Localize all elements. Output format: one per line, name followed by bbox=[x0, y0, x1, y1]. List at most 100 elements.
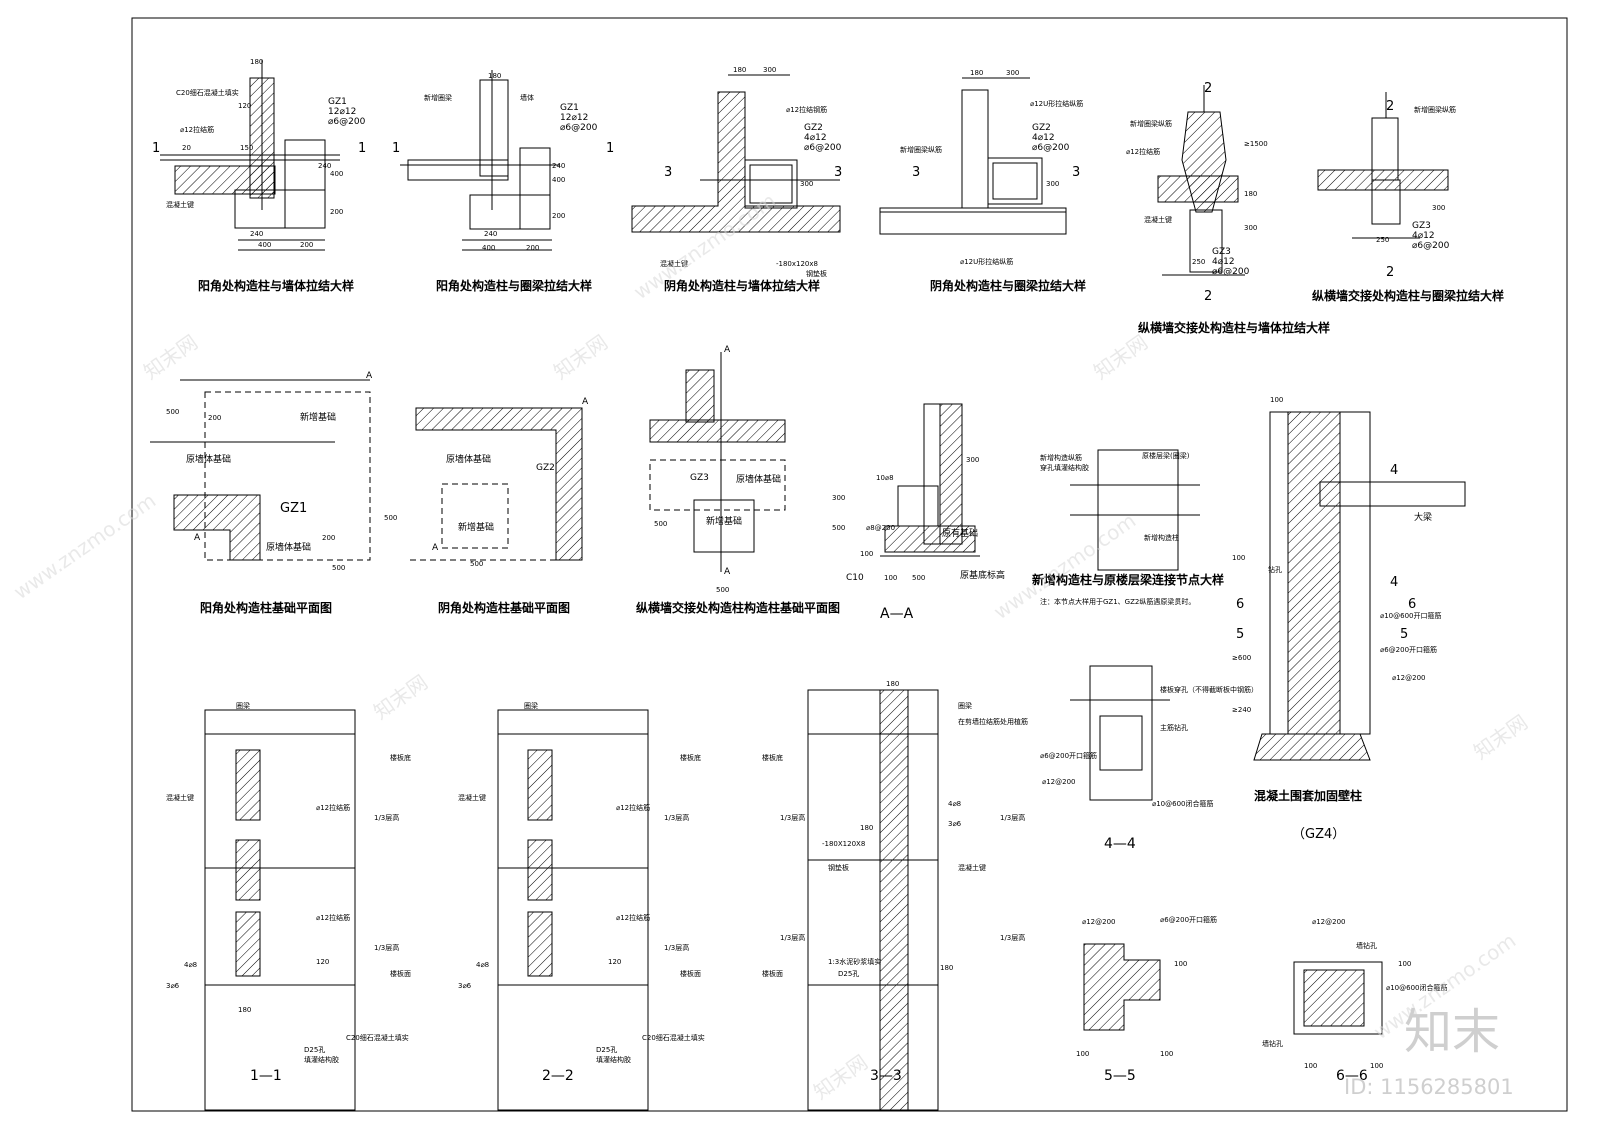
fill-label: 穿孔填灌结构胶 bbox=[1040, 463, 1089, 472]
watermark-text: 知末网 bbox=[1469, 710, 1532, 764]
label-4-4: ⌀12@200 bbox=[1042, 778, 1075, 786]
section-mark: 1 bbox=[392, 141, 400, 156]
stirrup-label: ⌀6@200 bbox=[560, 123, 598, 133]
slab-top-label: 楼板面 bbox=[762, 969, 783, 978]
detail-title: 纵横墙交接处构造柱与墙体拉结大样 bbox=[1138, 320, 1330, 335]
dim-label: 400 bbox=[552, 176, 565, 184]
anchor-label: 在剪墙拉结筋处用植筋 bbox=[958, 717, 1028, 726]
rebar-label: 3⌀6 bbox=[948, 820, 962, 828]
stirrup-label: ⌀8@200 bbox=[866, 524, 895, 532]
new-foundation-label: 新增基础 bbox=[706, 515, 742, 527]
dim-label: 300 bbox=[800, 180, 813, 188]
tie-label: ⌀12拉结筋 bbox=[316, 913, 350, 922]
detail-title: 阳角处构造柱与墙体拉结大样 bbox=[198, 278, 354, 293]
third-height-label: 1/3层高 bbox=[1000, 933, 1025, 942]
detail-title: 阴角处构造柱与圈梁拉结大样 bbox=[930, 278, 1086, 293]
section-title: A—A bbox=[880, 606, 914, 622]
section-mark: A bbox=[724, 567, 731, 577]
bolt-label: 混凝土键 bbox=[958, 863, 986, 872]
section-mark: 6 bbox=[1236, 597, 1244, 612]
gz-label: GZ1 bbox=[280, 501, 307, 516]
detail-title: 阴角处构造柱与墙体拉结大样 bbox=[664, 278, 820, 293]
hole-label: D25孔 bbox=[304, 1046, 325, 1054]
label-4-4: ⌀6@200开口箍筋 bbox=[1040, 751, 1097, 760]
ring-beam-label: 圈梁 bbox=[958, 701, 972, 710]
slab-bottom-label: 楼板底 bbox=[680, 753, 701, 762]
dim-label: 240 bbox=[250, 230, 263, 238]
detail-title: 纵横墙交接处构造柱与圈梁拉结大样 bbox=[1312, 288, 1504, 303]
old-foundation-label: 原墙体基础 bbox=[736, 473, 781, 485]
node-title: 新增构造柱与原楼层梁连接节点大样 bbox=[1032, 572, 1224, 587]
glue-label: 填灌结构胶 bbox=[304, 1055, 339, 1064]
beam-label: 大梁 bbox=[1414, 511, 1432, 523]
bolt-label: 混凝土键 bbox=[166, 200, 194, 209]
gz-label: GZ2 bbox=[804, 123, 823, 133]
bolt-label: 新增圈梁纵筋 bbox=[1130, 119, 1172, 128]
dim-label: 250 bbox=[1192, 258, 1205, 266]
dim-label: 300 bbox=[1244, 224, 1257, 232]
dim-label: 400 bbox=[330, 170, 343, 178]
watermark-text: www.znzmo.com bbox=[9, 488, 160, 604]
gz-label: GZ3 bbox=[690, 473, 709, 483]
dim-label: 100 bbox=[1076, 1050, 1089, 1058]
detail-inner-corner-beam-tie: 180 300 ⌀12U形拉结纵筋 新增圈梁纵筋 GZ2 4⌀12 ⌀6@200… bbox=[879, 69, 1086, 293]
dim-label: 150 bbox=[240, 144, 253, 152]
tie-label: ⌀12拉结筋 bbox=[180, 125, 214, 134]
bolt-label: 混凝土键 bbox=[458, 793, 486, 802]
mortar-label: 1:3水泥砂浆填实 bbox=[828, 957, 881, 966]
new-foundation-label: 新增基础 bbox=[300, 411, 336, 423]
dim-label: 120 bbox=[238, 102, 251, 110]
section-mark: 3 bbox=[912, 165, 920, 180]
detail-beam-connection-node: 新增构造纵筋 穿孔填灌结构胶 原楼层梁(圈梁) 新增构造柱 新增构造柱与原楼层梁… bbox=[1032, 449, 1224, 606]
rebar-label: 新增构造纵筋 bbox=[1040, 453, 1082, 462]
dim-label: 180 bbox=[940, 964, 953, 972]
dim-label: 200 bbox=[208, 414, 221, 422]
rebar-label: 4⌀12 bbox=[1412, 231, 1435, 241]
section-mark: 5 bbox=[1400, 627, 1408, 642]
gz4-subtitle: （GZ4） bbox=[1292, 827, 1345, 842]
rebar-label: 4⌀8 bbox=[476, 961, 489, 969]
detail-inner-corner-wall-tie: 180 300 ⌀12拉结钢筋 GZ2 4⌀12 ⌀6@200 300 -180… bbox=[631, 66, 842, 293]
third-height-label: 1/3层高 bbox=[664, 813, 689, 822]
bolt-label: 混凝土键 bbox=[660, 259, 688, 268]
dim-label: 400 bbox=[482, 244, 495, 252]
label-6-6: ⌀10@600闭合箍筋 bbox=[1386, 983, 1447, 992]
logo-text: 知末 bbox=[1404, 1004, 1500, 1060]
column-label: 新增构造柱 bbox=[1144, 533, 1179, 542]
section-5-5: ⌀12@200 ⌀6@200开口箍筋 100 100 100 5—5 bbox=[1076, 915, 1217, 1084]
section-a-a: 10⌀8 ⌀8@200 C10 原有基础 原基底标高 300 300 500 1… bbox=[832, 403, 1005, 622]
section-mark: A bbox=[432, 543, 439, 553]
label-4-4: ⌀10@600闭合箍筋 bbox=[1152, 799, 1213, 808]
watermark-text: 知末网 bbox=[1089, 330, 1152, 384]
dim-label: 100 bbox=[1160, 1050, 1173, 1058]
section-4-4: 楼板穿孔（不得截断板中钢筋） 主筋钻孔 ⌀6@200开口箍筋 ⌀12@200 ⌀… bbox=[1040, 665, 1258, 852]
dim-label: 100 bbox=[1270, 396, 1283, 404]
watermark-text: 知末网 bbox=[139, 330, 202, 384]
dim-label: 300 bbox=[763, 66, 776, 74]
base-label: C10 bbox=[846, 573, 864, 583]
section-mark: 1 bbox=[606, 141, 614, 156]
section-3-3: 180 圈梁 在剪墙拉结筋处用植筋 楼板底 楼板面 4⌀8 3⌀6 -180X1… bbox=[762, 680, 1028, 1111]
dim-label: 300 bbox=[1046, 180, 1059, 188]
section-mark: 4 bbox=[1390, 575, 1398, 590]
dim-label: 300 bbox=[1432, 204, 1445, 212]
plate-note: 钢垫板 bbox=[828, 863, 849, 872]
dim-label: 180 bbox=[733, 66, 746, 74]
rebar-label: 4⌀12 bbox=[1212, 257, 1235, 267]
sheet-border bbox=[131, 17, 1568, 1112]
dim-label: 20 bbox=[182, 144, 191, 152]
dim-label: 180 bbox=[488, 72, 501, 80]
section-title: 3—3 bbox=[870, 1068, 902, 1084]
dim-label: 200 bbox=[330, 208, 343, 216]
section-title: 4—4 bbox=[1104, 836, 1136, 852]
rebar-label: 10⌀8 bbox=[876, 474, 894, 482]
dim-label: 500 bbox=[384, 514, 397, 522]
plan-title: 阳角处构造柱基础平面图 bbox=[200, 600, 332, 615]
gz4-title: 混凝土围套加固壁柱 bbox=[1254, 788, 1362, 803]
plate-note: 钢垫板 bbox=[806, 269, 827, 278]
dim-label: 200 bbox=[526, 244, 539, 252]
gz-label: GZ3 bbox=[1412, 221, 1431, 231]
concrete-label: C20细石混凝土填实 bbox=[176, 88, 239, 97]
detail-corner-wall-tie: 180 C20细石混凝土填实 ⌀12拉结筋 混凝土键 GZ1 12⌀12 ⌀6@… bbox=[152, 58, 366, 293]
dim-label: 400 bbox=[258, 241, 271, 249]
